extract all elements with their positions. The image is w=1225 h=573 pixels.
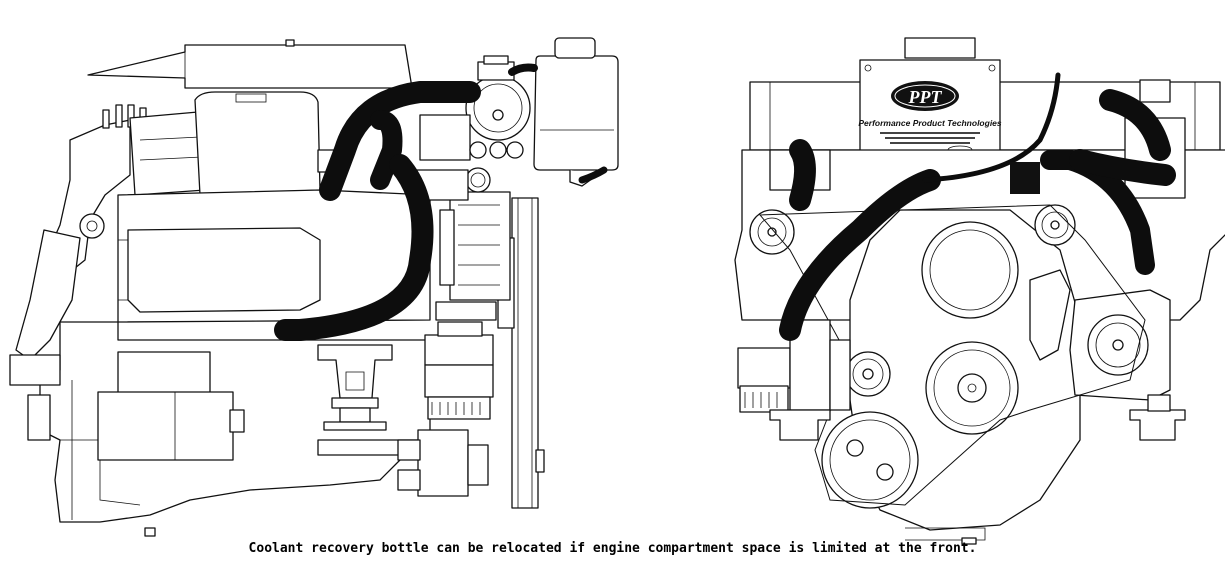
company-name: Performance Product Technologies: [858, 118, 1002, 128]
engine-front-view: PPT Performance Product Technologies: [734, 37, 1225, 545]
engine-side-view: [9, 37, 619, 537]
ppt-logo-mark: PPT: [908, 87, 943, 107]
diagram-caption: Coolant recovery bottle can be relocated…: [248, 541, 977, 556]
